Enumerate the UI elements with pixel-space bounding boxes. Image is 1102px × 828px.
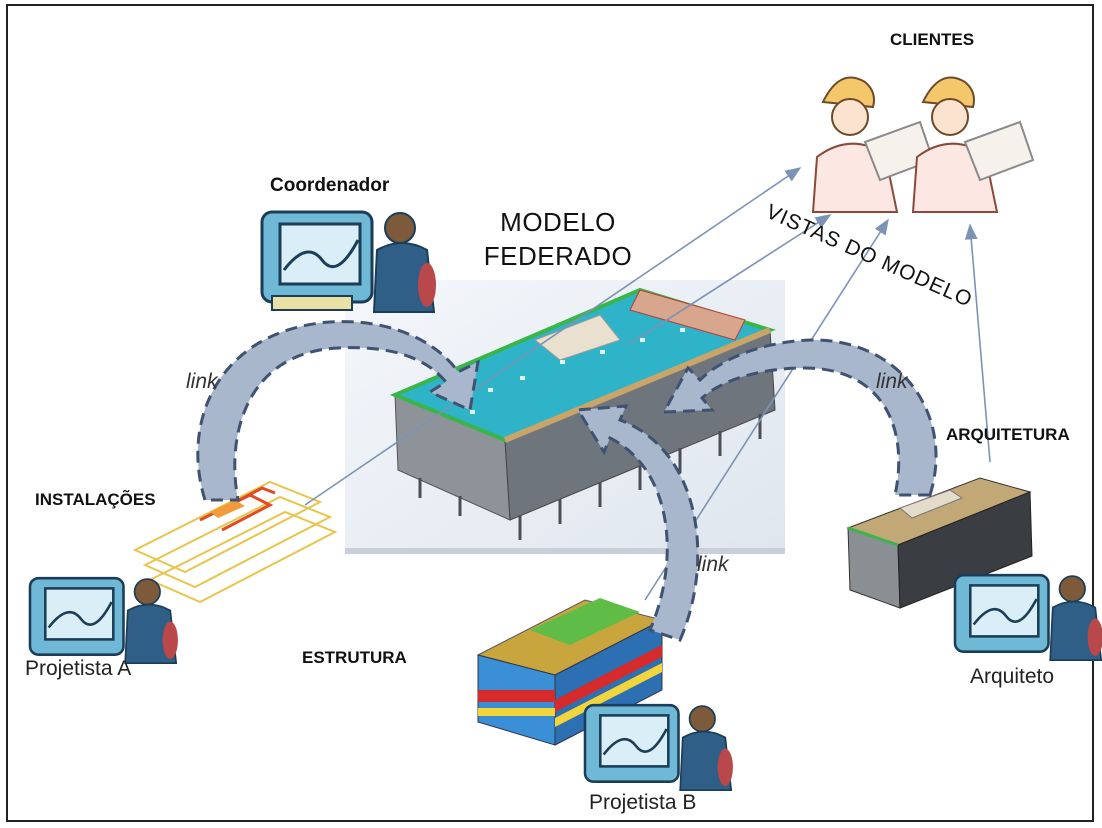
designer-b-label: Projetista B [589, 791, 697, 814]
federated-model-image [345, 280, 785, 554]
title-line-1: MODELO [500, 207, 616, 237]
computer-worker-icon [260, 210, 436, 313]
architecture-model-image [846, 477, 1033, 609]
link-arrow-right [661, 338, 938, 497]
installations-label: INSTALAÇÕES [35, 490, 156, 509]
computer-worker-icon [953, 573, 1102, 662]
installations-model-image [132, 480, 338, 604]
title-line-2: FEDERADO [483, 241, 633, 271]
structure-label: ESTRUTURA [302, 648, 407, 667]
designer-a-label: Projetista A [25, 657, 132, 680]
computer-worker-icon [583, 703, 733, 792]
clients-label: CLIENTES [890, 30, 975, 49]
architecture-label: ARQUITETURA [946, 425, 1070, 444]
architect-label: Arquiteto [970, 665, 1055, 688]
engineer-client-icon [911, 76, 1035, 213]
link-label-bottom: link [697, 553, 729, 576]
link-label-left: link [186, 370, 218, 393]
link-label-right: link [876, 370, 908, 393]
link-arrow-bottom [575, 404, 700, 642]
diagram-title: MODELO FEDERADO [468, 205, 648, 273]
computer-worker-icon [28, 576, 178, 665]
link-arrow-left [196, 320, 480, 502]
structure-model-image [476, 598, 664, 746]
coordinator-label: Coordenador [270, 175, 390, 196]
